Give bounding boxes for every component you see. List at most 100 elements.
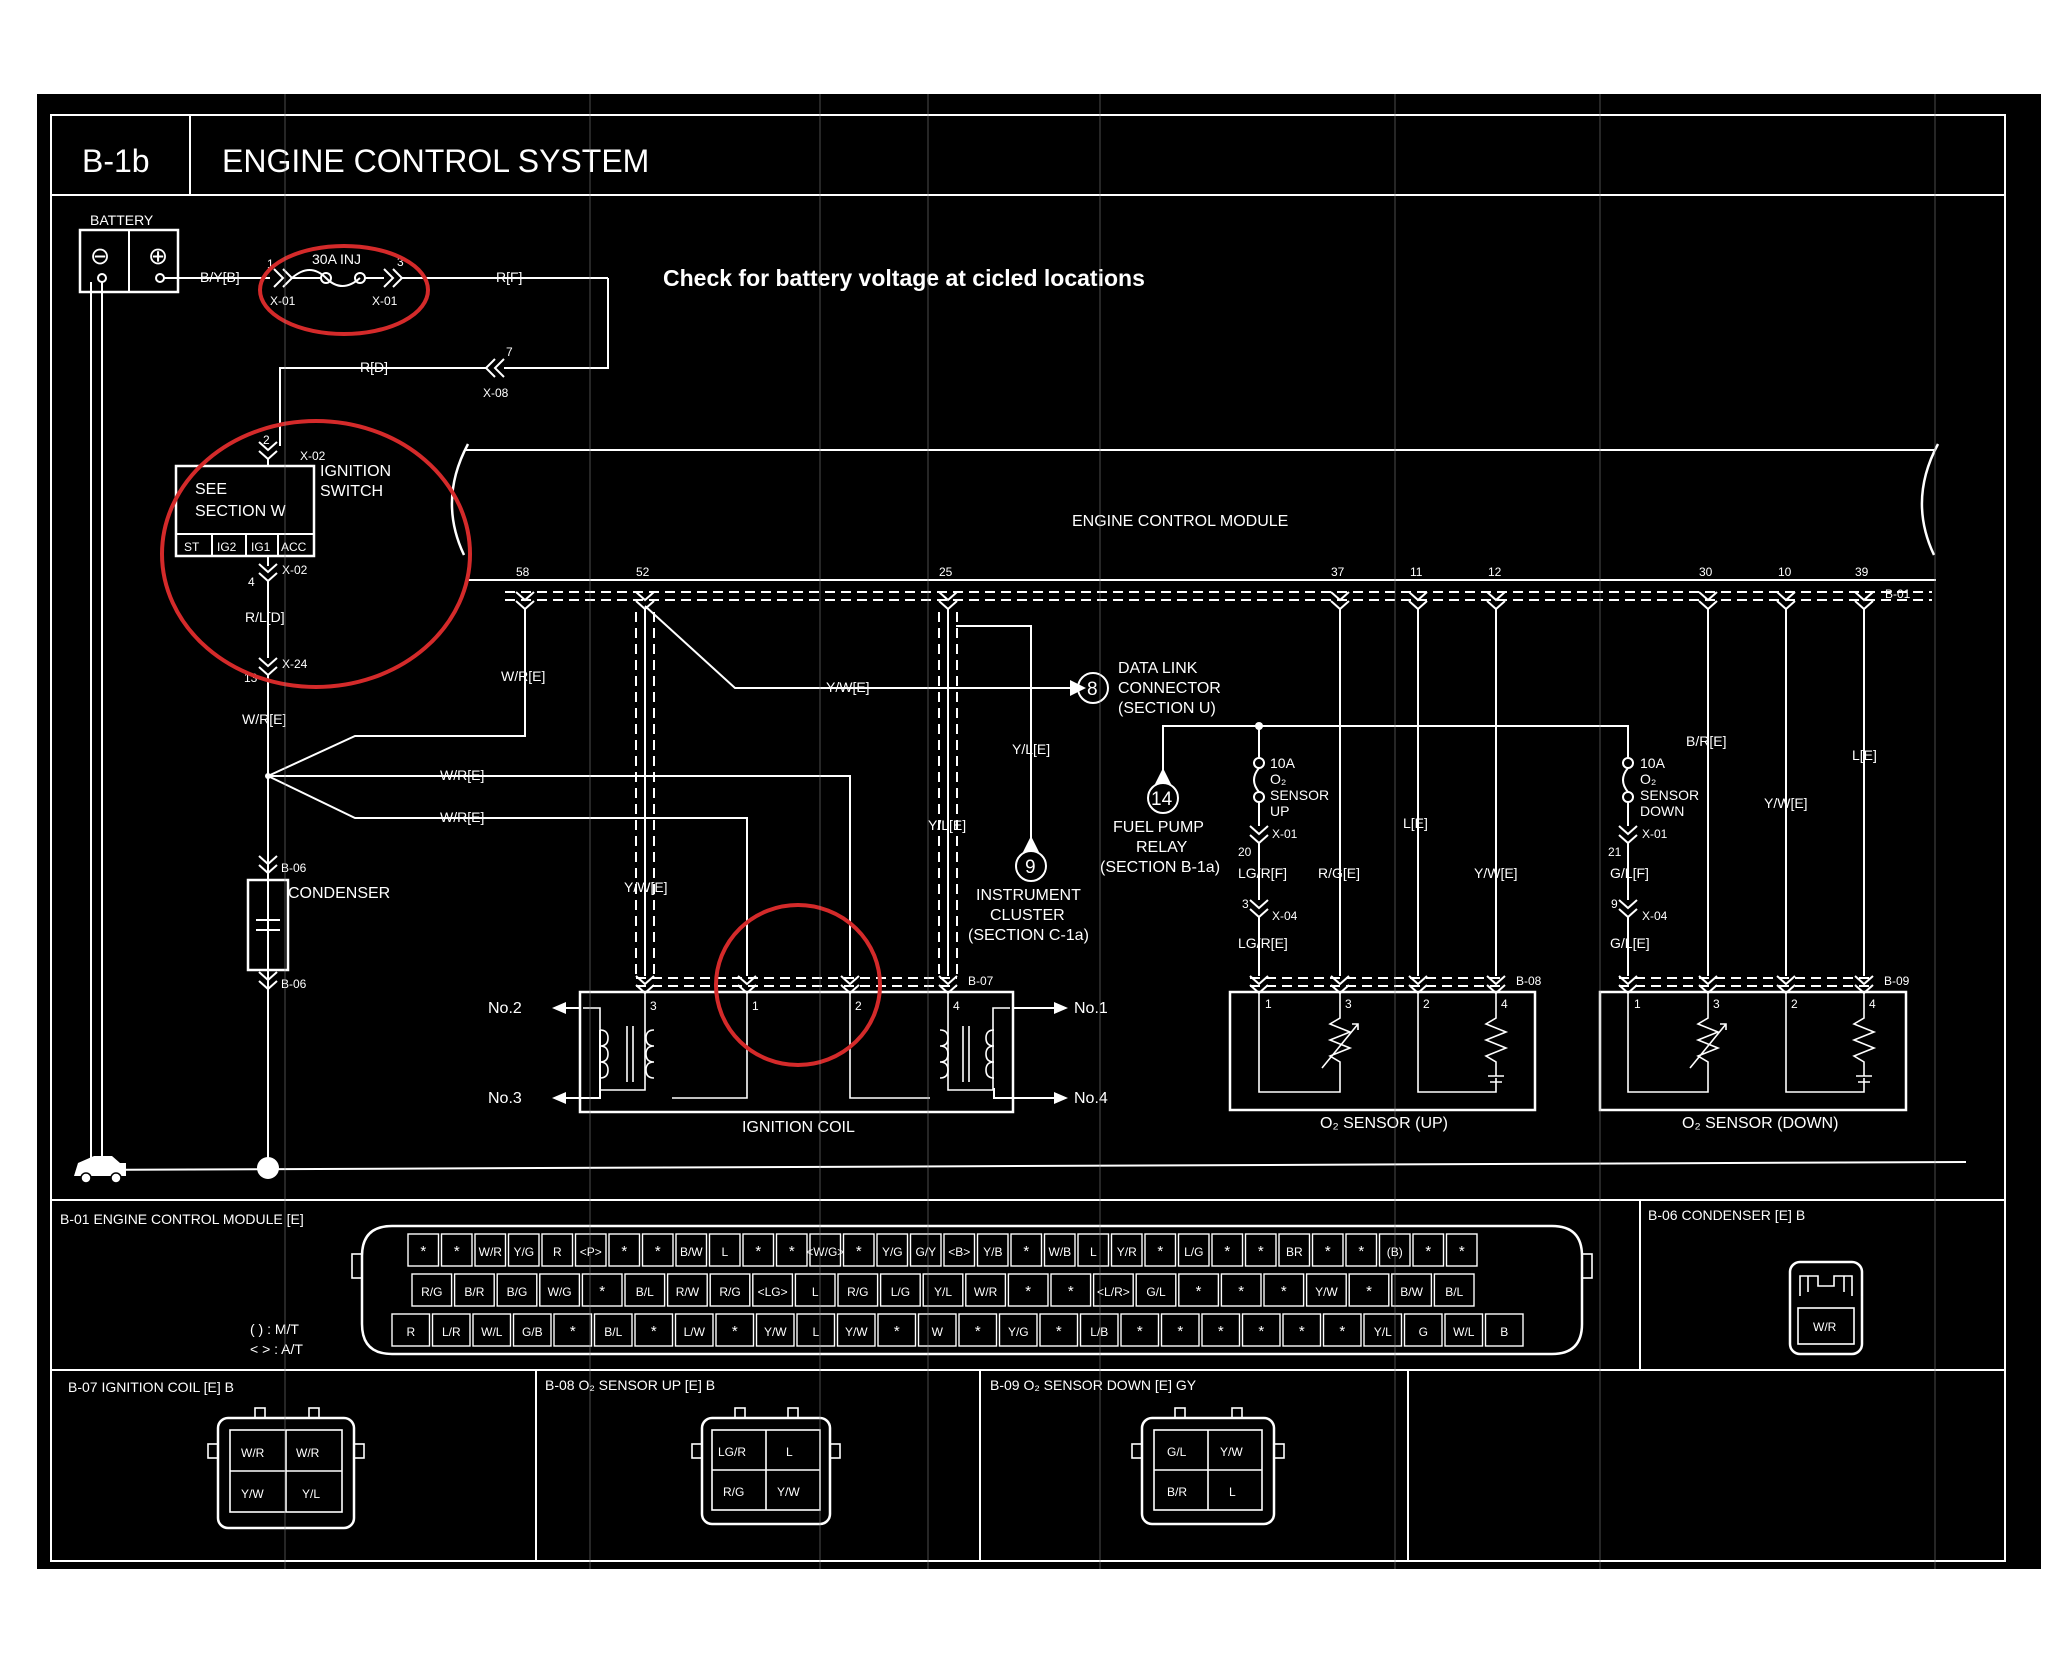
b08-cell-3: R/G [723, 1485, 744, 1499]
check-circle-ignition-coil [714, 903, 882, 1067]
ignition-coil-box [578, 990, 1015, 1114]
ecm-connector-cell-3-19 [1120, 1313, 1160, 1347]
ecm-connector-cell-label-1-32: * [1459, 1243, 1465, 1260]
wire-rd-label: R[D] [360, 359, 388, 375]
ecm-connector-cell-3-5 [553, 1313, 593, 1347]
ecm-connector-cell-label-2-19: * [1196, 1283, 1202, 1300]
ecm-connector-cell-label-3-7: * [651, 1323, 657, 1340]
coil-pin-4: 4 [953, 999, 960, 1013]
ecm-pin-58-label: 58 [516, 565, 530, 579]
splice-point [265, 773, 271, 779]
battery-plus-icon: ⊕ [148, 243, 168, 270]
coil-right-primary [849, 993, 930, 1099]
ecm-connector-cell-2-18 [1135, 1273, 1177, 1307]
ecm-connector-cell-2-22 [1305, 1273, 1347, 1307]
ecm-connector-cell-label-2-14: W/R [974, 1285, 998, 1299]
coil-conn-label: B-07 [968, 974, 994, 988]
ecm-connector-cell-1-21 [1077, 1233, 1110, 1267]
coil-left-primary [672, 993, 748, 1099]
ecm-pin-25-label: 25 [939, 565, 953, 579]
ecm-pin-10-label: 10 [1778, 565, 1792, 579]
ecm-connector-cell-label-1-7: * [621, 1243, 627, 1260]
ecm-connector-cell-1-2 [440, 1233, 473, 1267]
coil-no4-arrow-icon [1054, 1092, 1068, 1104]
o2-up-pin-4: 4 [1501, 997, 1508, 1011]
wire-wr2-label: W/R[E] [440, 809, 484, 825]
ecm-connector-cell-3-25 [1363, 1313, 1403, 1347]
b09-cell-3: B/R [1167, 1485, 1187, 1499]
o2-down-inner-1 [1627, 993, 1709, 1093]
ecm-connector-cell-label-1-15: Y/G [882, 1245, 903, 1259]
fuse-conn-out-label: X-01 [372, 294, 398, 308]
ecm-connector-cell-label-3-13: * [894, 1323, 900, 1340]
ecm-connector-cell-label-3-22: * [1258, 1323, 1264, 1340]
fuel-pump-l3: (SECTION B-1a) [1100, 859, 1220, 876]
coil-no4-wire [993, 1088, 1054, 1099]
ecm-connector-cell-3-17 [1039, 1313, 1079, 1347]
ecm-connector-cell-1-22 [1110, 1233, 1143, 1267]
ecm-connector-cell-2-3 [496, 1273, 538, 1307]
ecm-connector-cell-2-4 [539, 1273, 581, 1307]
ecm-connector-cell-label-3-5: * [570, 1323, 576, 1340]
o2-up-inner-2 [1417, 993, 1497, 1093]
diagram-background [37, 94, 2041, 1569]
b06-connector-cell-box [1797, 1307, 1855, 1345]
battery-wire-label: B/Y[B] [200, 269, 240, 285]
ecm-connector-cell-1-19 [1010, 1233, 1043, 1267]
ecm-pin-52: 52 [635, 565, 655, 610]
ecm-connector-cell-label-3-9: * [732, 1323, 738, 1340]
coil-no3-label: No.3 [488, 1090, 522, 1107]
b08-cell-4: Y/W [777, 1485, 800, 1499]
ecm-connector-cell-label-3-4: G/B [522, 1325, 543, 1339]
ecm-connector-cell-2-8 [709, 1273, 751, 1307]
ignition-coil-label: IGNITION COIL [742, 1119, 855, 1136]
ecm-connector-cell-label-1-26: * [1258, 1243, 1264, 1260]
ecm-connector-cell-label-2-21: * [1281, 1283, 1287, 1300]
ecm-connector-cell-label-3-14: W [932, 1325, 944, 1339]
ecm-connector-cell-1-9 [675, 1233, 708, 1267]
ecm-connector-cell-label-3-21: * [1218, 1323, 1224, 1340]
fuse-conn-in-label: X-01 [270, 294, 296, 308]
ecm-connector-cell-1-10 [708, 1233, 741, 1267]
coil-no3-arrow-icon [552, 1092, 566, 1104]
fuse-o2-up-conn-label: X-01 [1272, 827, 1298, 841]
ecm-connector-cell-label-3-28: B [1500, 1325, 1508, 1339]
ecm-connector-cell-label-3-18: L/B [1090, 1325, 1108, 1339]
ecm-connector-cell-label-2-5: * [599, 1283, 605, 1300]
ecm-connector-cell-1-23 [1144, 1233, 1177, 1267]
ecm-connector-cell-3-18 [1079, 1313, 1119, 1347]
b09-cell-2: Y/W [1220, 1445, 1243, 1459]
coil-no1-arrow-icon [1054, 1002, 1068, 1014]
ecm-connector-cell-1-15 [876, 1233, 909, 1267]
b07-cell-4: Y/L [302, 1487, 320, 1501]
ecm-connector-cell-label-1-13: <W/G> [806, 1245, 844, 1259]
ecm-pin-30-label: 30 [1699, 565, 1713, 579]
ecm-connector-cell-2-12 [879, 1273, 921, 1307]
ecm-connector-cell-1-13 [809, 1233, 842, 1267]
ecm-connector-cell-label-2-23: * [1366, 1283, 1372, 1300]
ecm-connector-cell-label-2-4: W/G [548, 1285, 572, 1299]
ecm-connector-cell-label-3-26: G [1419, 1325, 1428, 1339]
ecm-connector-cell-2-5 [581, 1273, 623, 1307]
wire-58-label: W/R[E] [501, 668, 545, 684]
battery-minus-icon: ⊖ [90, 243, 110, 270]
wire-to-data-link [644, 605, 1070, 689]
ecm-right-bracket [1920, 443, 1940, 556]
x24-conn: X-24 [282, 657, 308, 671]
ecm-connector-cell-label-1-23: * [1157, 1243, 1163, 1260]
ecm-connector-cell-3-12 [836, 1313, 876, 1347]
coil-no2-arrow-icon [552, 1002, 566, 1014]
wire-rf-to-x08 [504, 278, 609, 369]
o2-sensor-up-label: O₂ SENSOR (UP) [1320, 1115, 1448, 1132]
b07-cell-2: W/R [296, 1446, 320, 1460]
ecm-connector-cell-1-8 [641, 1233, 674, 1267]
ecm-connector-cell-label-3-24: * [1339, 1323, 1345, 1340]
ecm-connector-cell-label-3-19: * [1137, 1323, 1143, 1340]
o2-down-pin-4: 4 [1869, 997, 1876, 1011]
ecm-connector-cell-1-18 [976, 1233, 1009, 1267]
ecm-connector-cell-3-21 [1201, 1313, 1241, 1347]
b08-cell-1: LG/R [718, 1445, 746, 1459]
ecm-connector-cell-1-26 [1244, 1233, 1277, 1267]
ecm-connector-cell-3-24 [1322, 1313, 1362, 1347]
